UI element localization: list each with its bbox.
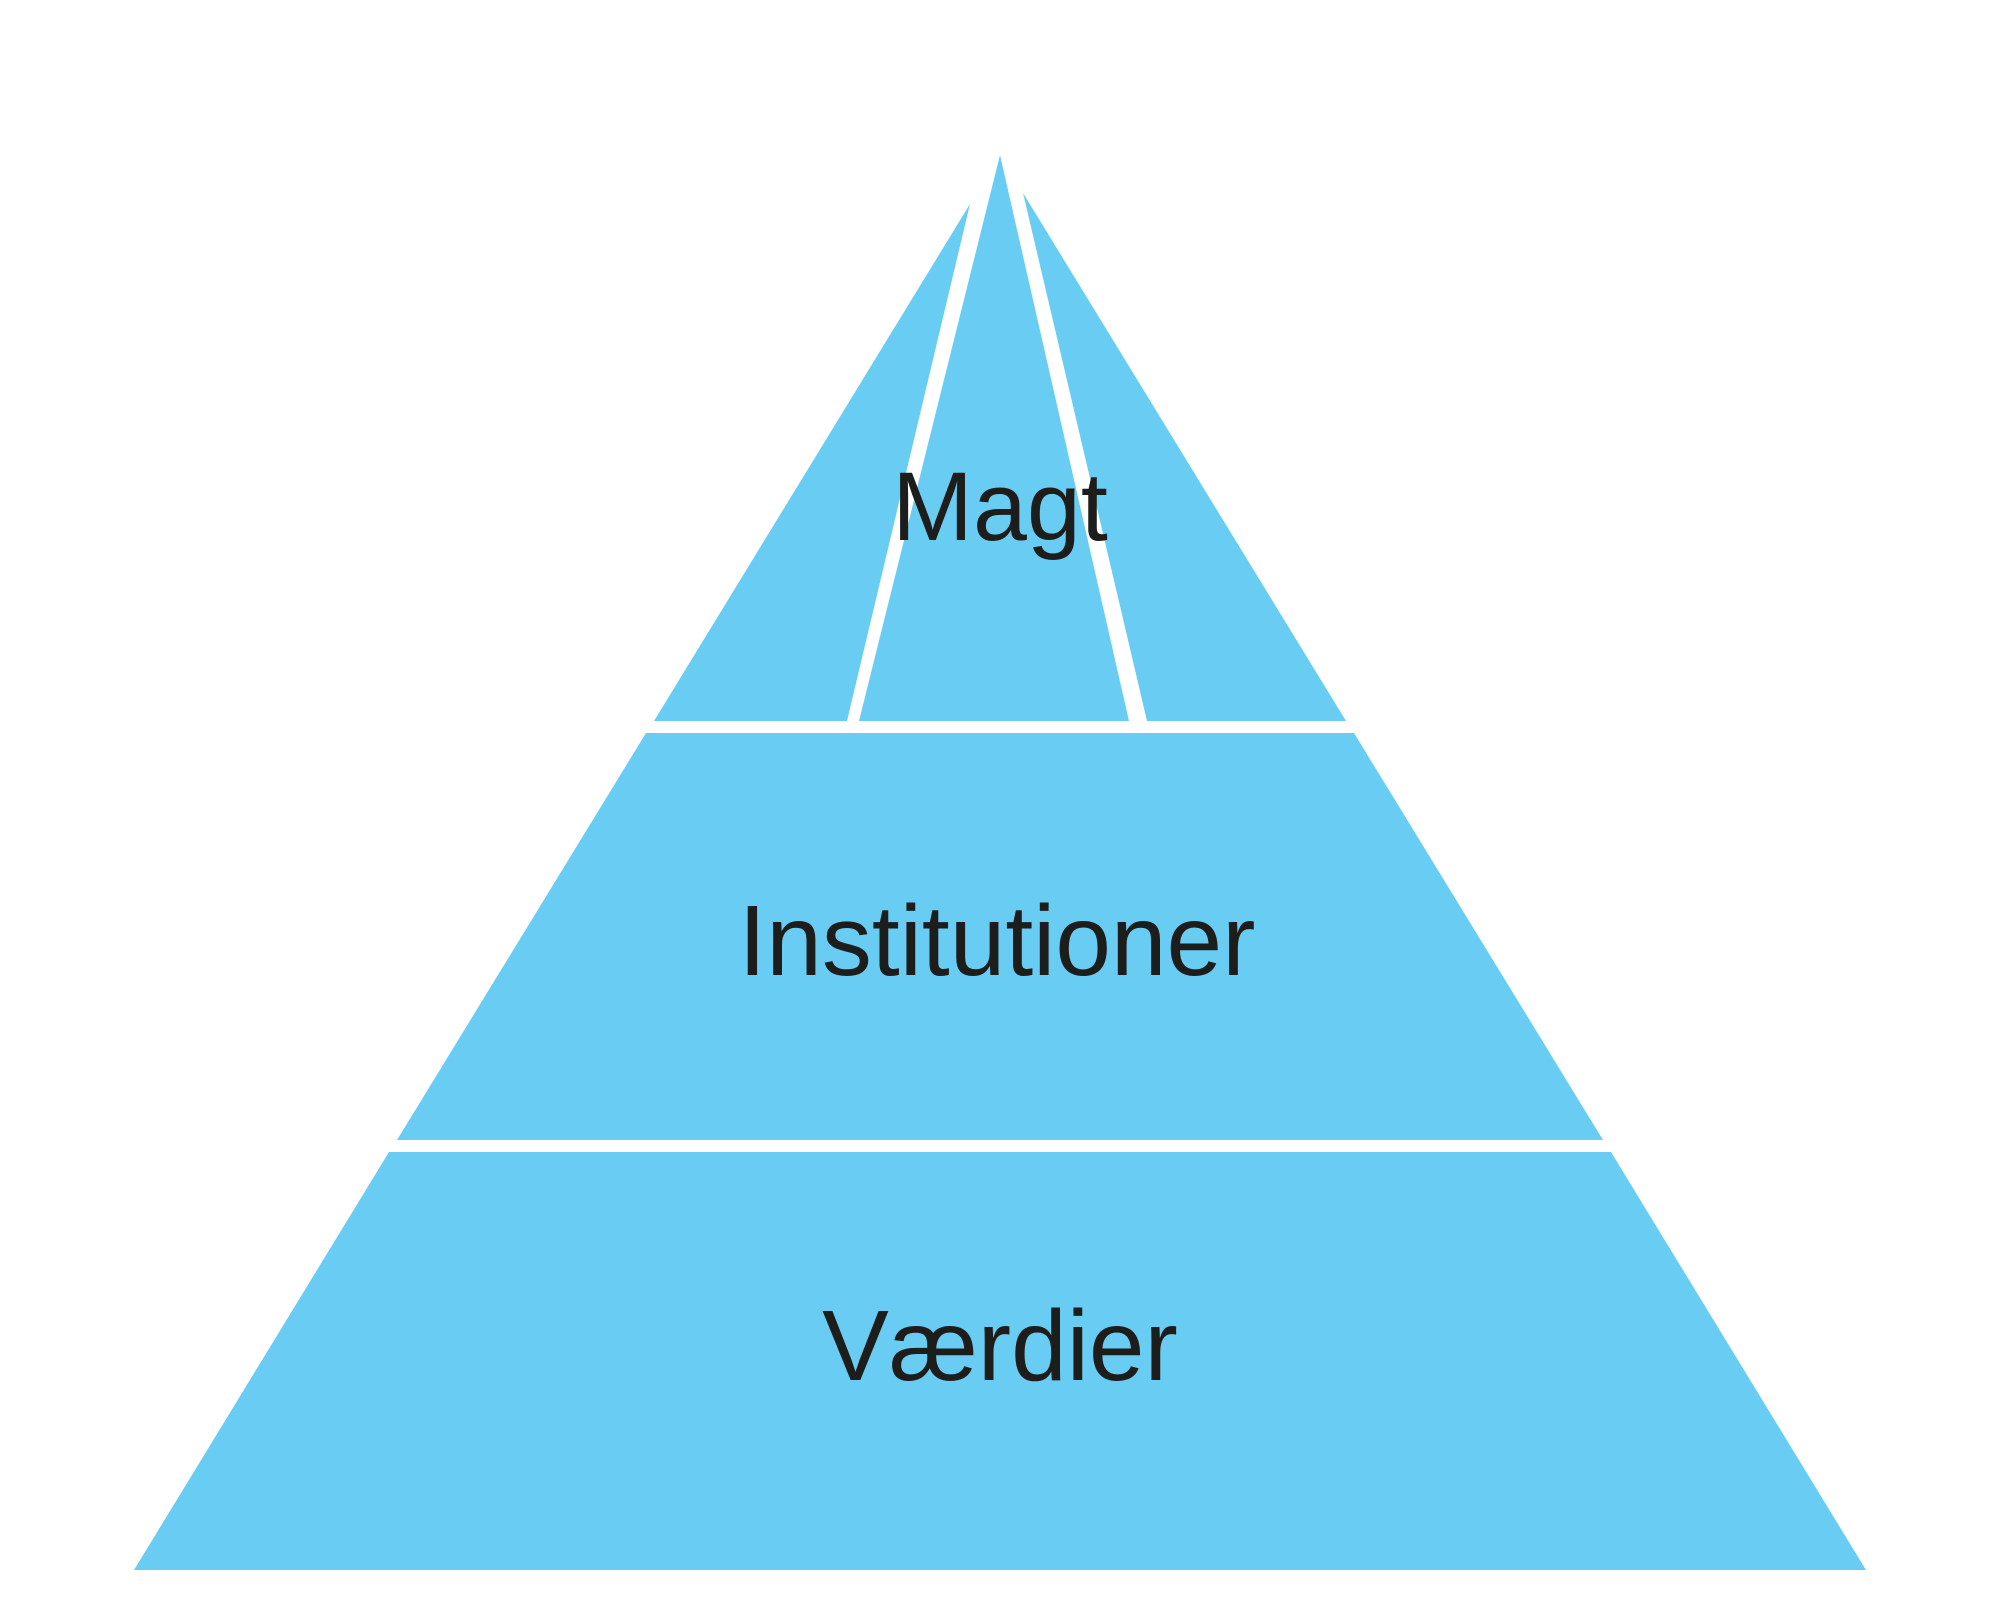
level-label-magt: Magt (892, 452, 1108, 561)
pyramid-segment-magt (859, 155, 1129, 721)
pyramid-top-right-wedge (1023, 193, 1346, 721)
pyramid-segment-institutioner (397, 733, 1603, 1140)
level-label-vaerdier: Værdier (822, 1290, 1178, 1402)
pyramid-segment-vaerdier (134, 1152, 1866, 1570)
pyramid-top-left-wedge (654, 204, 970, 721)
level-label-institutioner: Institutioner (739, 885, 1256, 997)
